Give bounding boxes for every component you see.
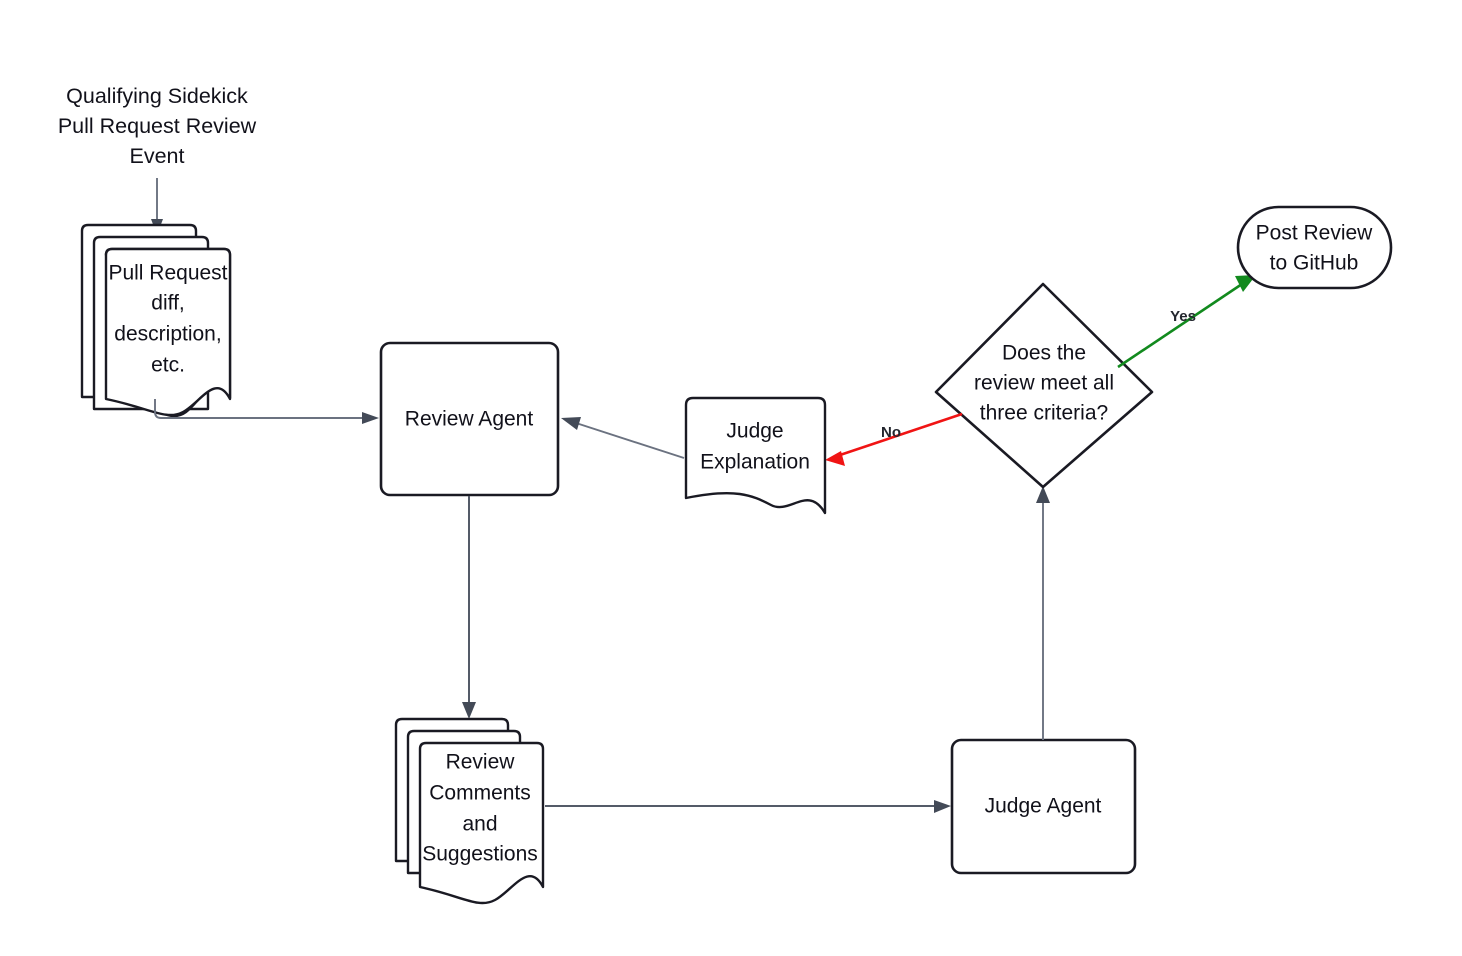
trigger-title-line-3: Event bbox=[130, 144, 185, 168]
edge-judge-explanation-to-review-agent bbox=[561, 417, 685, 459]
review-agent-label: Review Agent bbox=[405, 408, 534, 431]
criteria-decision-label-line-3: three criteria? bbox=[980, 402, 1108, 425]
judge-agent-label: Judge Agent bbox=[985, 795, 1102, 818]
pull-request-input-documents: Pull Request diff, description, etc. bbox=[80, 223, 232, 418]
edge-judge-agent-to-decision bbox=[1036, 486, 1050, 740]
edge-label-no: No bbox=[881, 424, 901, 441]
post-review-shape[interactable] bbox=[1236, 205, 1393, 290]
criteria-decision-diamond[interactable]: Does the review meet all three criteria? bbox=[934, 282, 1154, 489]
criteria-decision-label-line-2: review meet all bbox=[974, 372, 1114, 395]
review-comments-sheet-front bbox=[418, 741, 545, 905]
edge-decision-yes-to-post-review: Yes bbox=[1117, 275, 1256, 369]
edge-review-agent-to-review-agent-output bbox=[462, 496, 476, 719]
post-review-label-line-2: to GitHub bbox=[1270, 252, 1359, 275]
pull-request-label-line-4: etc. bbox=[151, 354, 185, 377]
post-review-label-line-1: Post Review bbox=[1256, 222, 1374, 245]
judge-explanation-label-line-1: Judge bbox=[726, 420, 783, 443]
criteria-decision-shape[interactable] bbox=[934, 282, 1154, 489]
judge-explanation-document: Judge Explanation bbox=[684, 396, 827, 515]
post-review-to-github-terminal[interactable]: Post Review to GitHub bbox=[1236, 205, 1393, 290]
review-agent-process[interactable]: Review Agent bbox=[379, 341, 560, 497]
edge-label-yes: Yes bbox=[1170, 308, 1196, 325]
edge-review-comments-to-judge-agent bbox=[545, 800, 951, 813]
judge-explanation-shape bbox=[684, 396, 827, 515]
pull-request-label-line-1: Pull Request bbox=[108, 262, 227, 285]
review-comments-label-line-4: Suggestions bbox=[422, 843, 538, 866]
trigger-title-line-2: Pull Request Review bbox=[58, 114, 257, 138]
trigger-title-text: Qualifying Sidekick Pull Request Review … bbox=[58, 84, 257, 168]
review-comments-label-line-2: Comments bbox=[429, 782, 531, 805]
trigger-title-line-1: Qualifying Sidekick bbox=[66, 84, 248, 108]
pull-request-label-line-3: description, bbox=[114, 323, 221, 346]
edge-decision-no-to-judge-explanation: No bbox=[825, 412, 963, 466]
judge-agent-process[interactable]: Judge Agent bbox=[950, 738, 1137, 875]
judge-explanation-label-line-2: Explanation bbox=[700, 451, 810, 474]
pull-request-label-line-2: diff, bbox=[151, 292, 184, 315]
review-comments-documents: Review Comments and Suggestions bbox=[394, 717, 545, 905]
review-comments-label-line-1: Review bbox=[446, 751, 516, 774]
edge-pull-request-to-review-agent bbox=[154, 399, 379, 424]
pull-request-sheet-front bbox=[104, 247, 232, 417]
review-comments-label-line-3: and bbox=[462, 813, 497, 836]
criteria-decision-label-line-1: Does the bbox=[1002, 342, 1086, 365]
review-agent-box[interactable] bbox=[379, 341, 560, 497]
